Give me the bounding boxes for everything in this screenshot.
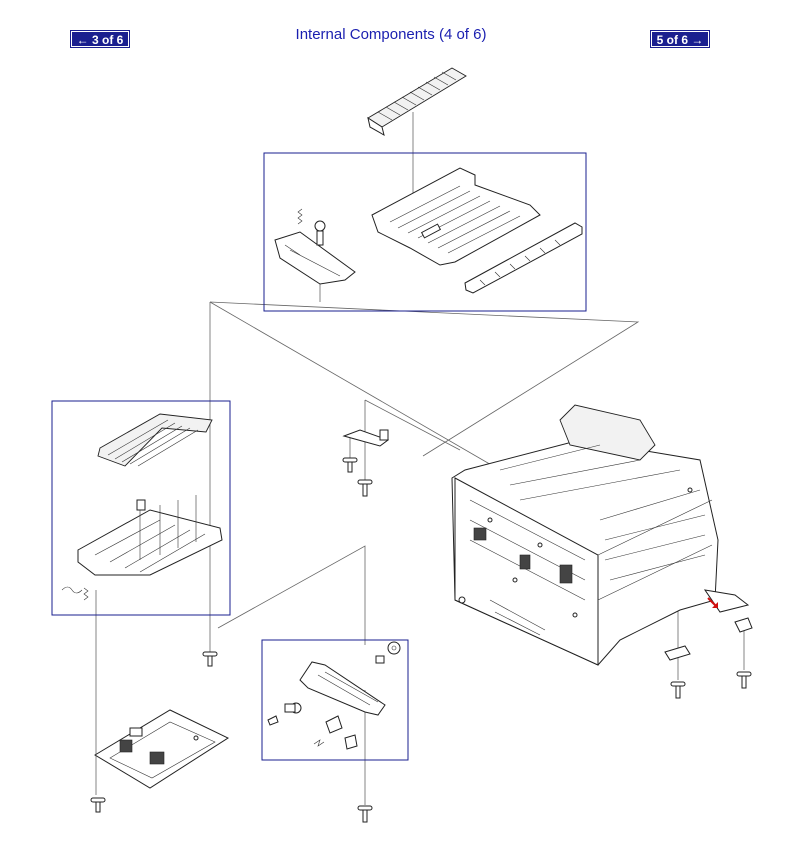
top-paper-guide-part — [367, 67, 467, 137]
screw-b — [357, 479, 373, 497]
next-page-button[interactable]: 5 of 6 → — [650, 30, 710, 48]
left-assembly-parts — [61, 413, 223, 601]
previous-page-button[interactable]: ← 3 of 6 — [70, 30, 130, 48]
screw-a — [342, 457, 358, 473]
callout-arrow — [707, 597, 718, 608]
center-bracket-and-screws — [202, 429, 390, 667]
right-screws — [670, 671, 752, 699]
main-chassis-part — [451, 404, 753, 666]
bottom-assembly-parts — [267, 641, 401, 750]
screw-c — [202, 651, 218, 667]
top-assembly-parts — [274, 167, 583, 294]
bottom-assembly-frame — [261, 639, 409, 761]
page-title: Internal Components (4 of 6) — [295, 26, 487, 43]
top-assembly-frame — [263, 152, 587, 312]
bottom-left-board-part — [90, 709, 373, 823]
left-assembly-frame — [51, 400, 231, 616]
